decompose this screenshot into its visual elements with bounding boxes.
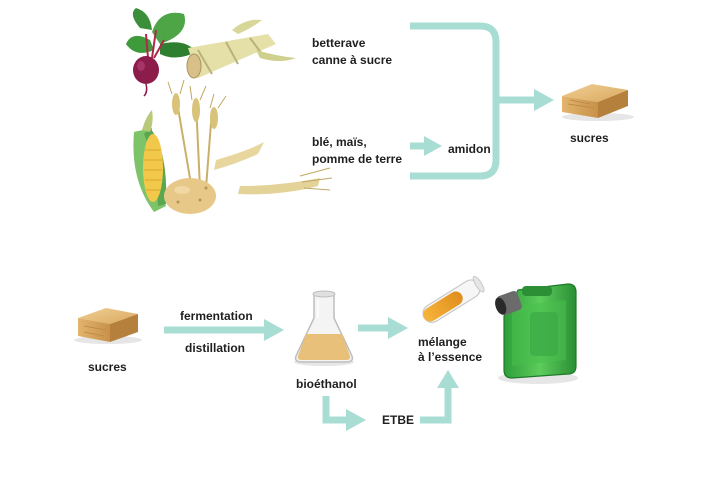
test-tube-icon [422, 275, 485, 323]
label-fermentation: fermentation [180, 309, 253, 323]
label-source-2-line-1: blé, maïs, [312, 135, 367, 149]
label-amidon: amidon [448, 142, 491, 156]
wheat-icon [167, 79, 333, 195]
label-blend-line-2: à l’essence [418, 350, 482, 364]
label-blend-line-1: mélange [418, 335, 467, 349]
label-source-1-line-1: betterave [312, 36, 366, 50]
label-source-1-line-2: canne à sucre [312, 53, 392, 67]
label-bioethanol: bioéthanol [296, 377, 357, 391]
label-etbe: ETBE [382, 413, 414, 427]
arrow-to-blend [358, 317, 408, 339]
label-sucres-bottom: sucres [88, 360, 127, 374]
beetroot-icon [126, 8, 196, 97]
label-distillation: distillation [185, 341, 245, 355]
arrow-to-sucres [496, 89, 554, 111]
arrow-fermentation [164, 319, 284, 341]
potato-icon [164, 178, 216, 214]
corn-icon [133, 110, 167, 212]
label-source-2-line-2: pomme de terre [312, 152, 402, 166]
flask-icon [294, 290, 354, 366]
fuel-can-icon [495, 283, 578, 384]
arrow-etbe-path [322, 370, 459, 431]
sugarcane-icon [186, 19, 296, 79]
label-sucres-top: sucres [570, 131, 609, 145]
sugar-block-icon [562, 84, 634, 121]
arrow-to-amidon [410, 136, 442, 156]
sugar-block-icon [74, 308, 142, 344]
